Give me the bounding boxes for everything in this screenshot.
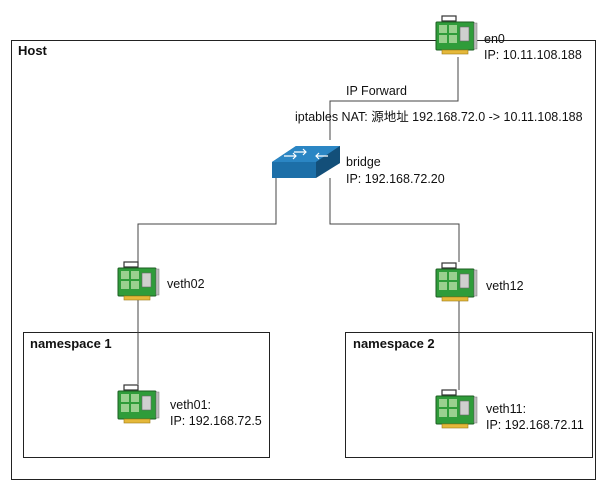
network-card-icon bbox=[435, 389, 478, 429]
network-card-icon bbox=[117, 261, 160, 301]
namespace-2-title: namespace 2 bbox=[353, 336, 435, 351]
network-switch-icon bbox=[272, 146, 340, 178]
network-card-icon bbox=[435, 262, 478, 302]
link-en0-bridge bbox=[329, 57, 459, 140]
en0-ip: IP: 10.11.108.188 bbox=[484, 48, 582, 62]
nat-rule-label: iptables NAT: 源地址 192.168.72.0 -> 10.11.… bbox=[295, 110, 583, 124]
network-card-icon bbox=[117, 384, 160, 424]
bridge-name: bridge bbox=[346, 155, 381, 169]
veth11-name: veth11: bbox=[486, 402, 527, 416]
veth12-name: veth12 bbox=[486, 279, 524, 293]
host-box bbox=[11, 40, 596, 480]
en0-name: en0 bbox=[484, 32, 505, 46]
network-card-icon bbox=[435, 15, 478, 55]
namespace-1-title: namespace 1 bbox=[30, 336, 112, 351]
veth01-ip: IP: 192.168.72.5 bbox=[170, 414, 262, 428]
ip-forward-label: IP Forward bbox=[346, 84, 407, 98]
namespace-2-box bbox=[345, 332, 593, 458]
veth11-ip: IP: 192.168.72.11 bbox=[486, 418, 584, 432]
bridge-ip: IP: 192.168.72.20 bbox=[346, 172, 445, 186]
host-title: Host bbox=[18, 43, 47, 58]
veth01-name: veth01: bbox=[170, 398, 212, 412]
link-bridge-veth02 bbox=[137, 178, 277, 262]
link-bridge-veth12 bbox=[329, 178, 460, 262]
namespace-1-box bbox=[23, 332, 270, 458]
veth02-name: veth02 bbox=[167, 277, 205, 291]
